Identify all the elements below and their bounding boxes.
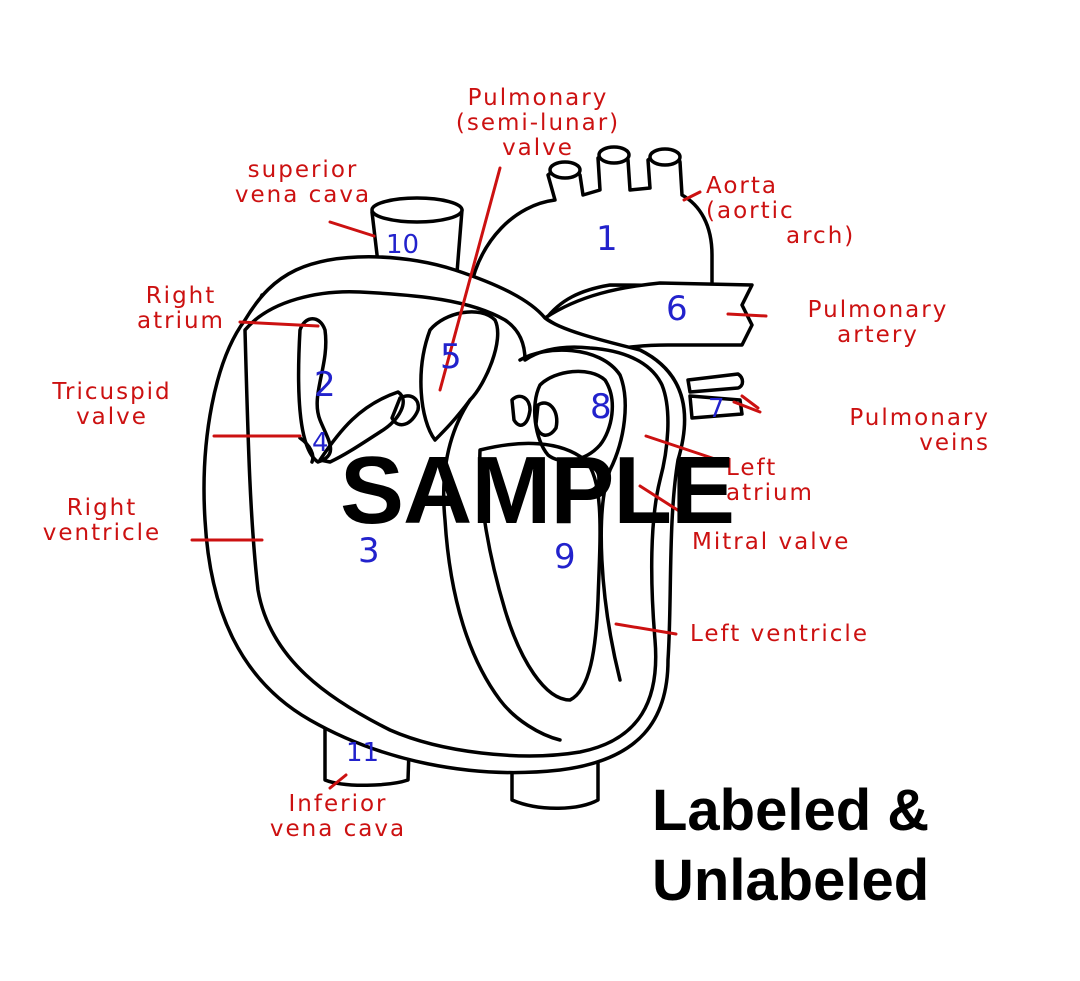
number-1: 1 bbox=[596, 219, 618, 259]
tricuspid-leaflet bbox=[318, 390, 405, 464]
label-mitral-valve: Mitral valve bbox=[692, 529, 851, 555]
label-superior-vena-cava: superior vena cava bbox=[218, 158, 388, 208]
aorta-shape bbox=[468, 145, 714, 322]
number-11: 11 bbox=[346, 738, 380, 768]
label-pulmonary-valve-line3: valve bbox=[502, 135, 574, 161]
label-tricuspid-valve: Tricuspid valve bbox=[32, 380, 192, 430]
tricuspid-leaflet-2 bbox=[298, 436, 315, 464]
label-right-ventricle-line1: Right bbox=[66, 495, 138, 521]
number-6: 6 bbox=[666, 289, 688, 329]
label-pulmonary-veins: Pulmonary veins bbox=[766, 406, 990, 456]
number-4: 4 bbox=[312, 428, 329, 458]
left-atrium-chamber bbox=[532, 369, 614, 463]
label-ivc-line2: vena cava bbox=[269, 816, 407, 842]
label-right-ventricle: Right ventricle bbox=[16, 496, 188, 546]
number-8: 8 bbox=[590, 387, 612, 427]
number-7: 7 bbox=[708, 394, 725, 424]
label-aorta: Aorta (aortic arch) bbox=[706, 174, 855, 249]
label-pulmonary-valve-line2: (semi-lunar) bbox=[455, 110, 621, 136]
number-3: 3 bbox=[358, 531, 380, 571]
label-pulmonary-artery-line1: Pulmonary bbox=[807, 297, 949, 323]
label-svc-line1: superior bbox=[247, 157, 359, 183]
label-left-atrium-line2: atrium bbox=[726, 480, 814, 506]
label-pulmonary-artery: Pulmonary artery bbox=[778, 298, 978, 348]
label-left-atrium-line1: Left bbox=[726, 455, 778, 481]
leader-lines bbox=[190, 166, 768, 790]
caption: Labeled & Unlabeled bbox=[652, 776, 982, 916]
label-svc-line2: vena cava bbox=[234, 182, 372, 208]
label-left-atrium: Left atrium bbox=[726, 456, 814, 506]
label-aorta-line3: arch) bbox=[786, 223, 856, 249]
label-pulmonary-veins-line2: veins bbox=[919, 430, 990, 456]
label-pulmonary-valve: Pulmonary (semi-lunar) valve bbox=[428, 86, 648, 161]
label-right-ventricle-line2: ventricle bbox=[42, 520, 162, 546]
label-pulmonary-valve-line1: Pulmonary bbox=[467, 85, 609, 111]
label-right-atrium: Right atrium bbox=[118, 284, 244, 334]
mitral-leaflet-2 bbox=[534, 401, 559, 437]
label-pulmonary-artery-line2: artery bbox=[837, 322, 919, 348]
label-right-atrium-line2: atrium bbox=[137, 308, 225, 334]
number-10: 10 bbox=[386, 230, 420, 260]
septum-inner bbox=[518, 348, 627, 682]
label-left-ventricle: Left ventricle bbox=[690, 621, 869, 647]
label-aorta-line1: Aorta bbox=[706, 173, 778, 199]
label-tricuspid-line1: Tricuspid bbox=[52, 379, 172, 405]
label-tricuspid-line2: valve bbox=[76, 404, 148, 430]
caption-line2: Unlabeled bbox=[652, 848, 930, 913]
sample-watermark: SAMPLE bbox=[339, 437, 735, 544]
interventricular-septum bbox=[441, 398, 562, 742]
pulmonary-valve-cusp bbox=[390, 394, 421, 427]
inner-wall-outline bbox=[243, 290, 670, 758]
number-2: 2 bbox=[314, 365, 336, 405]
caption-line1: Labeled & bbox=[652, 778, 930, 843]
label-ivc-line1: Inferior bbox=[288, 791, 388, 817]
number-5: 5 bbox=[440, 337, 462, 377]
mitral-leaflet bbox=[510, 394, 532, 427]
number-9: 9 bbox=[554, 537, 576, 577]
label-right-atrium-line1: Right bbox=[145, 283, 217, 309]
label-aorta-line2: (aortic bbox=[706, 198, 795, 224]
right-atrium-chamber bbox=[296, 317, 333, 464]
pulmonary-veins-shape bbox=[686, 372, 745, 420]
label-inferior-vena-cava: Inferior vena cava bbox=[240, 792, 436, 842]
left-ventricle-chamber bbox=[478, 441, 602, 702]
label-pulmonary-veins-line1: Pulmonary bbox=[849, 405, 990, 431]
